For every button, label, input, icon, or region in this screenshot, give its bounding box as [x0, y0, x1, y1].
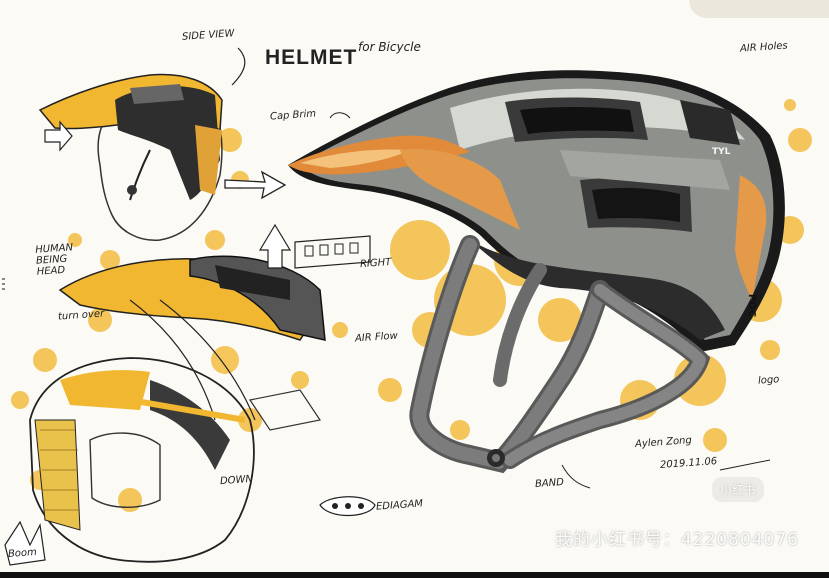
arrow-up — [258, 223, 292, 269]
subtitle-text: for Bicycle — [358, 40, 421, 54]
cutaway-helmet — [29, 357, 255, 563]
right-label: RIGHT — [359, 256, 392, 271]
brand-poc: POC — [746, 293, 758, 318]
human-head-label: HUMAN BEING HEAD — [34, 242, 74, 278]
corner-doodle — [4, 520, 46, 566]
arrow-left — [44, 120, 73, 152]
down-label: DOWN — [219, 473, 254, 488]
watermark-badge: 小红书 — [712, 477, 765, 502]
perspective-helmet — [58, 255, 326, 431]
bottom-bar — [0, 572, 829, 578]
arrow-right — [224, 170, 287, 200]
page-dots — [2, 278, 5, 292]
logo-label: logo — [757, 374, 780, 387]
paper-corner — [689, 0, 829, 18]
main-helmet — [288, 70, 785, 474]
side-view-helmet — [38, 73, 223, 241]
band-label: BAND — [534, 477, 565, 490]
title-text: HELMET — [265, 46, 358, 69]
brand-tyl: TYL — [712, 147, 731, 157]
corner-note: Boom — [7, 547, 38, 560]
watermark-text: 我的小红书号：4220804076 — [554, 530, 799, 550]
